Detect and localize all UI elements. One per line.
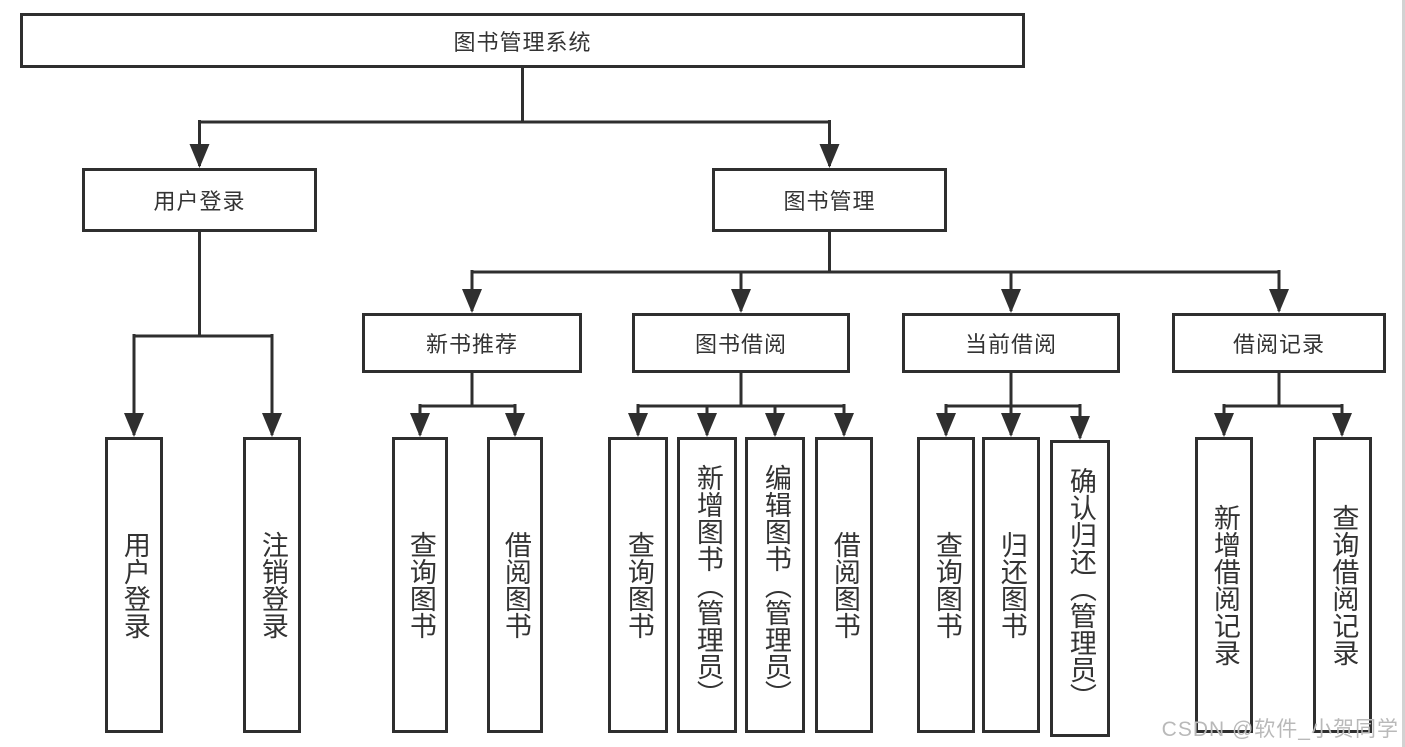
leaf-edit-book-admin-label: 编辑图书（管理员） xyxy=(760,463,791,707)
node-new-book-recommendation-label: 新书推荐 xyxy=(425,332,518,357)
node-root-system-label: 图书管理系统 xyxy=(453,29,592,55)
node-user-login-label: 用户登录 xyxy=(153,189,246,214)
node-new-book-recommendation: 新书推荐 xyxy=(362,313,582,373)
leaf-query-book-recommend: 查询图书 xyxy=(392,437,448,733)
leaf-query-book-current: 查询图书 xyxy=(917,437,975,733)
leaf-add-book-admin: 新增图书（管理员） xyxy=(677,437,737,733)
leaf-logout: 注销登录 xyxy=(243,437,301,733)
leaf-confirm-return-admin: 确认归还（管理员） xyxy=(1050,440,1110,737)
leaf-borrow-book-borrowing-label: 借阅图书 xyxy=(829,531,860,639)
node-current-borrowing-label: 当前借阅 xyxy=(964,332,1057,357)
leaf-query-book-borrowing: 查询图书 xyxy=(608,437,668,733)
leaf-add-book-admin-label: 新增图书（管理员） xyxy=(692,463,723,707)
leaf-query-book-recommend-label: 查询图书 xyxy=(405,531,436,639)
screenshot-right-edge xyxy=(1402,0,1405,747)
leaf-confirm-return-admin-label: 确认归还（管理员） xyxy=(1065,467,1096,710)
node-root-system: 图书管理系统 xyxy=(20,13,1025,68)
leaf-add-borrow-record: 新增借阅记录 xyxy=(1195,437,1253,733)
node-user-login: 用户登录 xyxy=(82,168,317,232)
leaf-borrow-book-borrowing: 借阅图书 xyxy=(815,437,873,733)
leaf-user-login: 用户登录 xyxy=(105,437,163,733)
node-book-management: 图书管理 xyxy=(712,168,947,232)
csdn-watermark: CSDN @软件_小贺同学 xyxy=(1161,718,1399,741)
leaf-query-borrow-record: 查询借阅记录 xyxy=(1313,437,1372,733)
node-book-management-label: 图书管理 xyxy=(783,189,876,214)
leaf-borrow-book-recommend: 借阅图书 xyxy=(487,437,543,733)
leaf-return-book-label: 归还图书 xyxy=(996,531,1027,639)
leaf-query-book-current-label: 查询图书 xyxy=(931,531,962,639)
leaf-query-book-borrowing-label: 查询图书 xyxy=(623,531,654,639)
node-book-borrowing: 图书借阅 xyxy=(632,313,850,373)
node-borrowing-records: 借阅记录 xyxy=(1172,313,1386,373)
node-book-borrowing-label: 图书借阅 xyxy=(694,332,787,357)
node-borrowing-records-label: 借阅记录 xyxy=(1232,332,1325,357)
leaf-logout-label: 注销登录 xyxy=(257,531,288,639)
leaf-add-borrow-record-label: 新增借阅记录 xyxy=(1209,504,1240,666)
leaf-user-login-label: 用户登录 xyxy=(119,531,150,639)
leaf-return-book: 归还图书 xyxy=(982,437,1040,733)
node-current-borrowing: 当前借阅 xyxy=(902,313,1120,373)
leaf-edit-book-admin: 编辑图书（管理员） xyxy=(745,437,805,733)
leaf-borrow-book-recommend-label: 借阅图书 xyxy=(500,531,531,639)
leaf-query-borrow-record-label: 查询借阅记录 xyxy=(1328,504,1359,666)
